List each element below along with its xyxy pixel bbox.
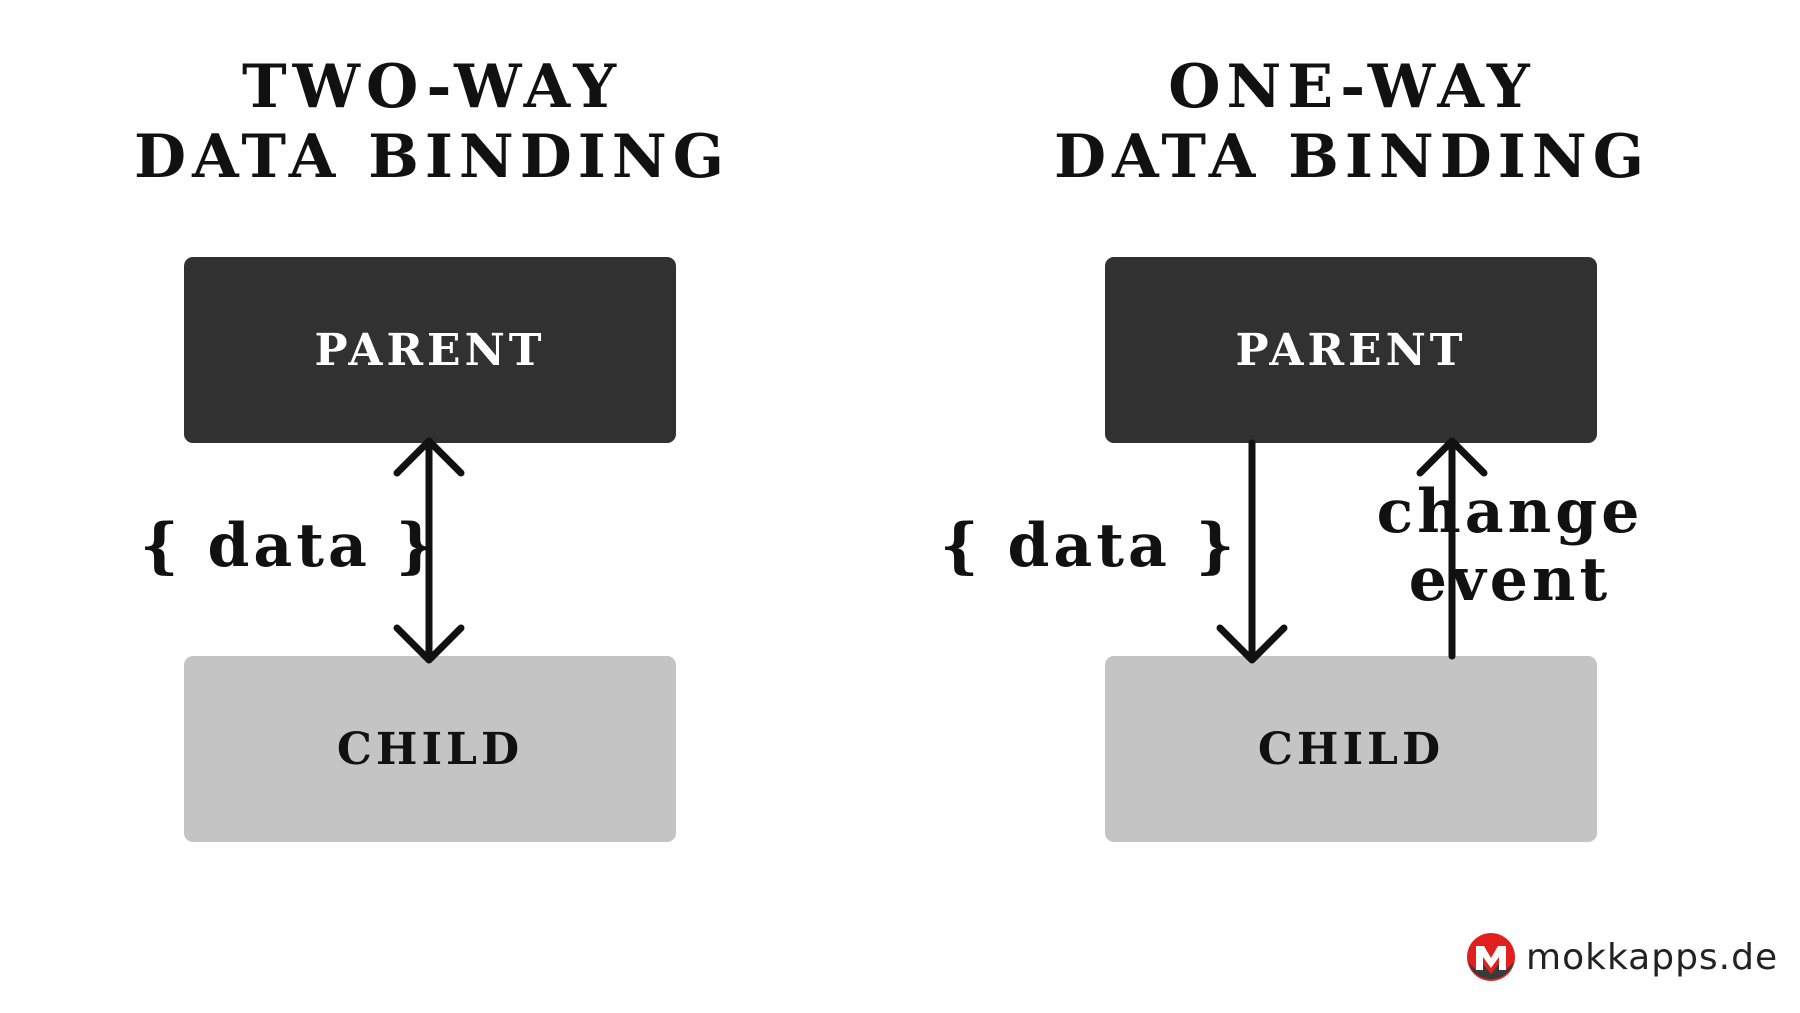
child-box-one-way: CHILD [1105, 656, 1597, 842]
mokkapps-m-logo-icon [1467, 933, 1515, 981]
change-event-line-1: change [1376, 477, 1644, 547]
parent-box-one-way: PARENT [1105, 257, 1597, 443]
title-line-1: ONE-WAY [1168, 52, 1536, 122]
brand: mokkapps.de [1466, 932, 1778, 982]
up-arrow-change-event [1416, 437, 1488, 660]
bidirectional-arrow [393, 437, 465, 664]
change-event-label: change event [1377, 478, 1644, 614]
title-line-2: DATA BINDING [134, 122, 730, 192]
parent-box-two-way: PARENT [184, 257, 676, 443]
title-line-2: DATA BINDING [1054, 122, 1650, 192]
brand-text: mokkapps.de [1526, 936, 1779, 978]
child-label: CHILD [1257, 723, 1445, 775]
parent-label: PARENT [1235, 324, 1467, 376]
child-label: CHILD [336, 723, 524, 775]
title-line-1: TWO-WAY [241, 52, 623, 122]
data-label-one-way: { data } [940, 511, 1239, 581]
child-box-two-way: CHILD [184, 656, 676, 842]
parent-label: PARENT [314, 324, 546, 376]
one-way-title: ONE-WAY DATA BINDING [992, 52, 1712, 192]
two-way-title: TWO-WAY DATA BINDING [72, 52, 792, 192]
change-event-line-2: event [1408, 545, 1612, 615]
down-arrow-data-flow [1216, 439, 1288, 664]
data-label-two-way: { data } [140, 511, 439, 581]
